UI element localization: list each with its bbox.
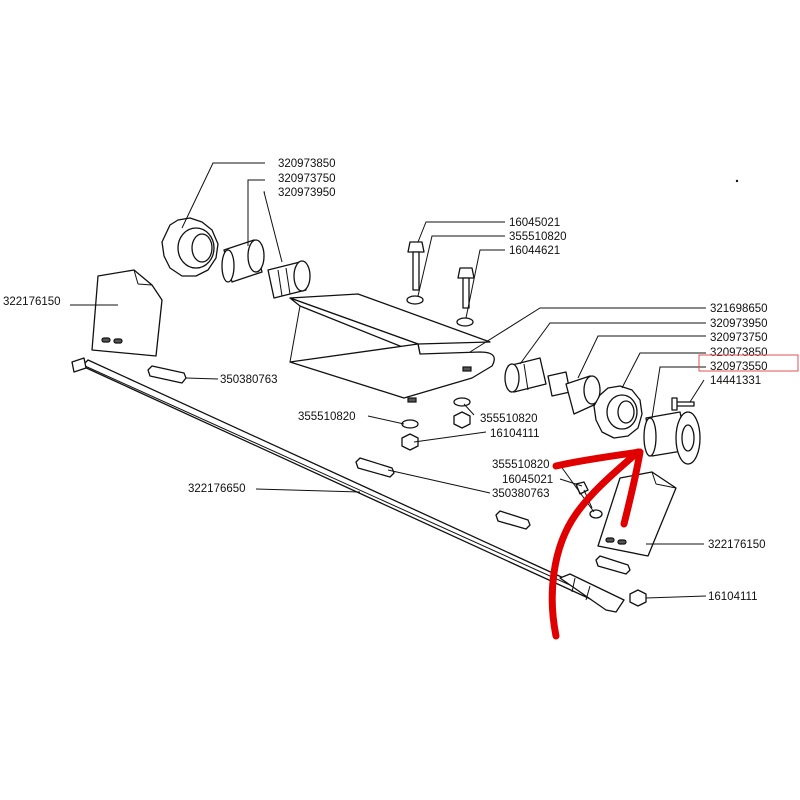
label-sprocket-left: 320973850 bbox=[278, 158, 336, 170]
stray-dot bbox=[735, 179, 739, 183]
sprocket-left bbox=[161, 217, 219, 277]
shaft-key-left bbox=[147, 365, 187, 384]
label-bracket-plate-left: 322176150 bbox=[3, 296, 61, 308]
shaft-key-middle bbox=[355, 457, 395, 478]
center-plate bbox=[289, 293, 495, 403]
nut-lower-right bbox=[453, 411, 471, 429]
red-arrow-annotation bbox=[548, 448, 644, 640]
label-washer-top: 355510820 bbox=[509, 231, 567, 243]
washer-lower-bracket bbox=[589, 509, 603, 519]
label-bolt-lower-right: 16045021 bbox=[502, 474, 553, 486]
part-labels: 320973850 320973750 320973950 16045021 3… bbox=[3, 158, 768, 603]
label-sprocket-right: 320973850 bbox=[710, 347, 768, 359]
label-shaft-key-middle: 350380763 bbox=[492, 488, 550, 500]
nut-shaft-end bbox=[629, 589, 647, 607]
label-center-plate: 321698650 bbox=[710, 303, 768, 315]
sprocket-right bbox=[593, 385, 643, 439]
label-bearing-left: 320973950 bbox=[278, 187, 336, 199]
washer-center-right bbox=[456, 317, 474, 327]
bracket-plate-right bbox=[597, 471, 677, 557]
main-shaft bbox=[71, 357, 625, 613]
shaft-key-lower bbox=[595, 555, 631, 575]
bolt-center-left bbox=[407, 241, 425, 291]
label-washer-lower-left: 355510820 bbox=[298, 411, 356, 423]
label-main-shaft: 322176650 bbox=[188, 483, 246, 495]
shaft-key-right bbox=[495, 510, 531, 530]
label-bolt-center-left: 16045021 bbox=[509, 217, 560, 229]
highlight-box bbox=[698, 354, 799, 372]
label-flanged-bushing: 320973550 bbox=[710, 361, 768, 373]
label-bearing-right: 320973950 bbox=[710, 318, 768, 330]
label-bolt-center-right: 16044621 bbox=[509, 245, 560, 257]
bracket-plate-left bbox=[91, 269, 163, 357]
label-bushing-right: 320973750 bbox=[710, 332, 768, 344]
label-bushing-left: 320973750 bbox=[278, 173, 336, 185]
bolt-center-right bbox=[457, 267, 475, 309]
label-nut-lower: 16104111 bbox=[490, 428, 539, 440]
flanged-bushing bbox=[643, 411, 701, 465]
nut-lower-left bbox=[401, 433, 419, 451]
washer-center-left bbox=[406, 295, 424, 305]
washer-lower-left bbox=[401, 419, 419, 429]
bearing-right bbox=[504, 357, 547, 393]
washer-lower-right bbox=[453, 397, 471, 407]
label-bracket-plate-right: 322176150 bbox=[708, 539, 766, 551]
label-pin-small: 14441331 bbox=[710, 375, 761, 387]
pin-small bbox=[671, 397, 695, 411]
bushing-left bbox=[221, 239, 265, 283]
label-washer-lower-bracket: 355510820 bbox=[492, 459, 550, 471]
label-shaft-key-left: 350380763 bbox=[220, 374, 278, 386]
bearing-left bbox=[267, 260, 311, 299]
label-nut-shaft-end: 16104111 bbox=[708, 591, 757, 603]
label-washer-lower-right: 355510820 bbox=[480, 413, 538, 425]
leader-lines bbox=[70, 162, 707, 599]
